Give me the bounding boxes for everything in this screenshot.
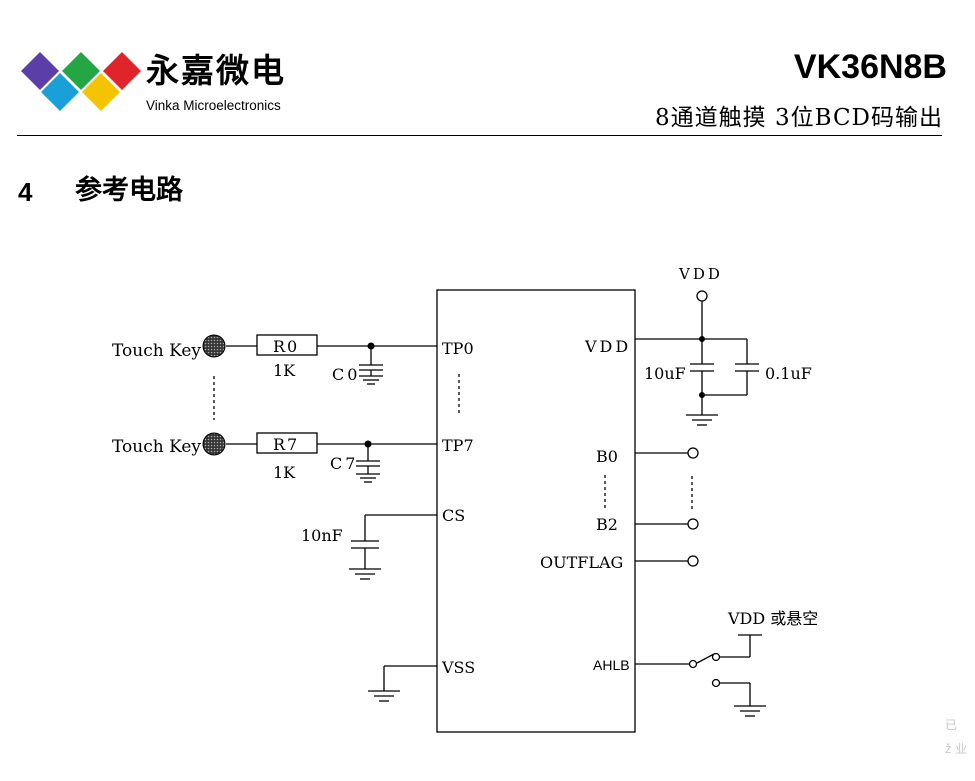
- resistor-r7: [256, 432, 318, 454]
- pin-tp0-label: TP0: [442, 339, 474, 358]
- pin-ahlb-label: AHLB: [593, 657, 630, 673]
- pin-vss-label: VSS: [441, 658, 475, 677]
- c7-label: C7: [330, 454, 358, 473]
- logo-diamond-blue: [41, 73, 79, 111]
- touch-key-2-pad: [202, 432, 226, 456]
- section-number: 4: [18, 177, 33, 207]
- logo-diamond-red: [103, 52, 141, 90]
- pin-vdd-label: VDD: [584, 337, 631, 356]
- logo-diamond-yellow: [82, 73, 120, 111]
- b2-terminal: [687, 518, 699, 530]
- b0-terminal: [687, 447, 699, 459]
- pin-outflag-label: OUTFLAG: [540, 553, 623, 572]
- r7-label: R7: [273, 435, 299, 454]
- touch-key-1-label: Touch Key: [112, 341, 201, 361]
- switch-gnd-contact: [711, 678, 721, 688]
- resistor-r0: [256, 334, 318, 356]
- pin-b2-label: B2: [596, 515, 618, 534]
- vinka-logo-icon: [21, 52, 141, 111]
- r0-value: 1K: [273, 361, 296, 380]
- pin-tp7-label: TP7: [442, 436, 474, 455]
- logo-diamond-purple: [21, 52, 59, 90]
- watermark-line-1: 已: [945, 718, 958, 732]
- pin-cs-label: CS: [442, 506, 465, 525]
- c0-label: C0: [332, 365, 360, 384]
- vdd-terminal: [696, 290, 708, 302]
- cs-cap-label: 10nF: [301, 526, 343, 545]
- brand-name-english: Vinka Microelectronics: [146, 98, 281, 113]
- vdd-supply-label: VDD: [678, 265, 723, 283]
- watermark-line-2: ž 业: [945, 742, 968, 756]
- brand-name-chinese: 永嘉微电: [146, 51, 286, 90]
- touch-key-1-pad: [202, 334, 226, 358]
- cap-10uf-label: 10uF: [644, 364, 686, 383]
- outflag-terminal: [687, 555, 699, 567]
- c7-junction: [364, 440, 372, 448]
- logo-diamond-green: [62, 52, 100, 90]
- cap-01uf-label: 0.1uF: [765, 364, 812, 383]
- c0-junction: [367, 342, 375, 350]
- ic-body: [436, 289, 636, 733]
- section-title: 参考电路: [75, 175, 183, 206]
- pin-b0-label: B0: [596, 447, 618, 466]
- watermark-fragment: 已 ž 业: [945, 718, 967, 756]
- r7-value: 1K: [273, 463, 296, 482]
- document-subtitle: 8通道触摸 3位BCD码输出: [655, 105, 943, 131]
- ahlb-switch-pivot: [688, 659, 698, 669]
- header-divider: [17, 135, 942, 136]
- switch-vdd-contact: [711, 652, 721, 662]
- r0-label: R0: [273, 337, 299, 356]
- vdd-junction: [699, 336, 705, 342]
- vdd-or-float-label: VDD 或悬空: [727, 609, 818, 628]
- ahlb-switch-blade: [696, 653, 715, 664]
- cap-ground-junction: [699, 392, 705, 398]
- model-number: VK36N8B: [793, 48, 947, 86]
- page-header: 永嘉微电 Vinka Microelectronics VK36N8B 8通道触…: [0, 0, 975, 140]
- touch-key-2-label: Touch Key: [112, 437, 201, 457]
